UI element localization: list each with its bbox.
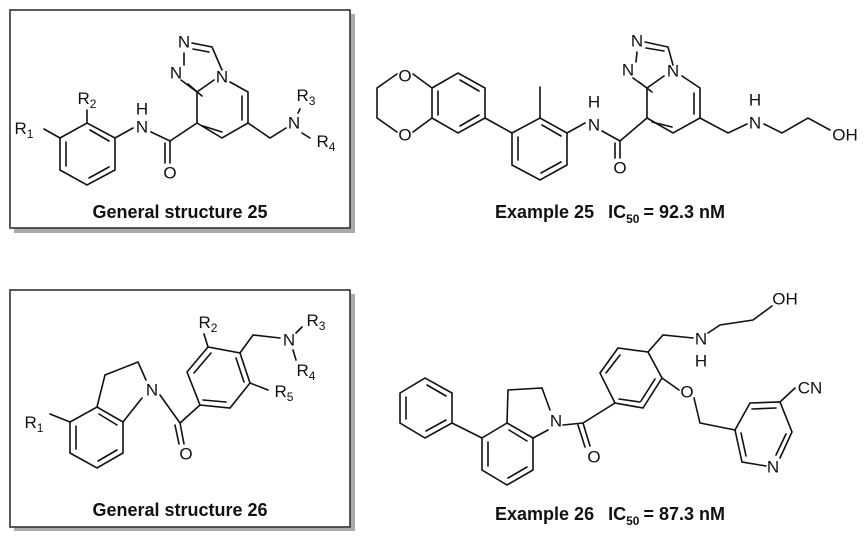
r2-label: R2	[199, 313, 218, 335]
r3-label: R3	[307, 311, 326, 333]
amine-h-label: H	[749, 90, 761, 109]
dioxane-o2-label: O	[398, 125, 411, 144]
amide-n-label: N	[136, 117, 148, 136]
panel-border	[9, 9, 351, 229]
amine-n-label: N	[283, 330, 295, 349]
amine-n-label: N	[695, 329, 707, 348]
carbonyl-o-label: O	[587, 447, 600, 466]
triazole-n2-label: N	[631, 31, 643, 50]
r1-label: R1	[15, 119, 34, 141]
r5-label: R5	[275, 382, 294, 404]
triazole-n2-label: N	[178, 32, 190, 51]
r1-label: R1	[25, 413, 44, 435]
amine-n-label: N	[288, 113, 300, 132]
general-structure-26-panel: R1 N O R2 N R3 R4 R5 General structure 2…	[9, 289, 355, 531]
pyridine-n-label: N	[767, 457, 779, 476]
structure-25-bonds	[43, 42, 311, 186]
carbonyl-o-label: O	[613, 158, 626, 177]
dioxane-o1-label: O	[398, 66, 411, 85]
structure-26-bonds	[49, 326, 303, 469]
amine-n-label: N	[749, 113, 761, 132]
example-26-bonds	[399, 305, 796, 486]
hydroxyl-label: OH	[832, 125, 858, 144]
r3-label: R3	[297, 86, 316, 108]
example-25-atoms: O O N H O N N N N H OH	[398, 31, 857, 177]
amine-h-label: H	[695, 351, 707, 370]
bridgehead-n-label: N	[216, 67, 228, 86]
ether-o-label: O	[680, 382, 693, 401]
r2-label: R2	[78, 89, 97, 111]
general-structure-26-caption: General structure 26	[92, 500, 267, 520]
triazole-n1-label: N	[170, 63, 182, 82]
bridgehead-n-label: N	[667, 61, 679, 80]
triazole-n1-label: N	[622, 60, 634, 79]
nitrile-label: CN	[798, 378, 823, 397]
r4-label: R4	[317, 132, 336, 154]
example-26-atoms: N O N H OH O CN N	[550, 289, 822, 476]
structure-26-atoms: R1 N O R2 N R3 R4 R5	[25, 311, 326, 463]
carbonyl-o-label: O	[179, 444, 192, 463]
hydroxyl-label: OH	[772, 289, 798, 308]
amide-h-label: H	[136, 99, 148, 118]
general-structure-25-panel: R1 R2 N H O N N N N R3 R4 General struct…	[9, 9, 355, 233]
r4-label: R4	[297, 361, 316, 383]
indoline-n-label: N	[146, 380, 158, 399]
amide-h-label: H	[588, 92, 600, 111]
structure-25-atoms: R1 R2 N H O N N N N R3 R4	[15, 32, 336, 182]
amide-n-label: N	[588, 115, 600, 134]
carbonyl-o-label: O	[163, 163, 176, 182]
general-structure-25-caption: General structure 25	[92, 202, 267, 222]
panel-border	[9, 289, 351, 528]
indoline-n-label: N	[550, 411, 562, 430]
example-25-bonds	[376, 41, 831, 181]
